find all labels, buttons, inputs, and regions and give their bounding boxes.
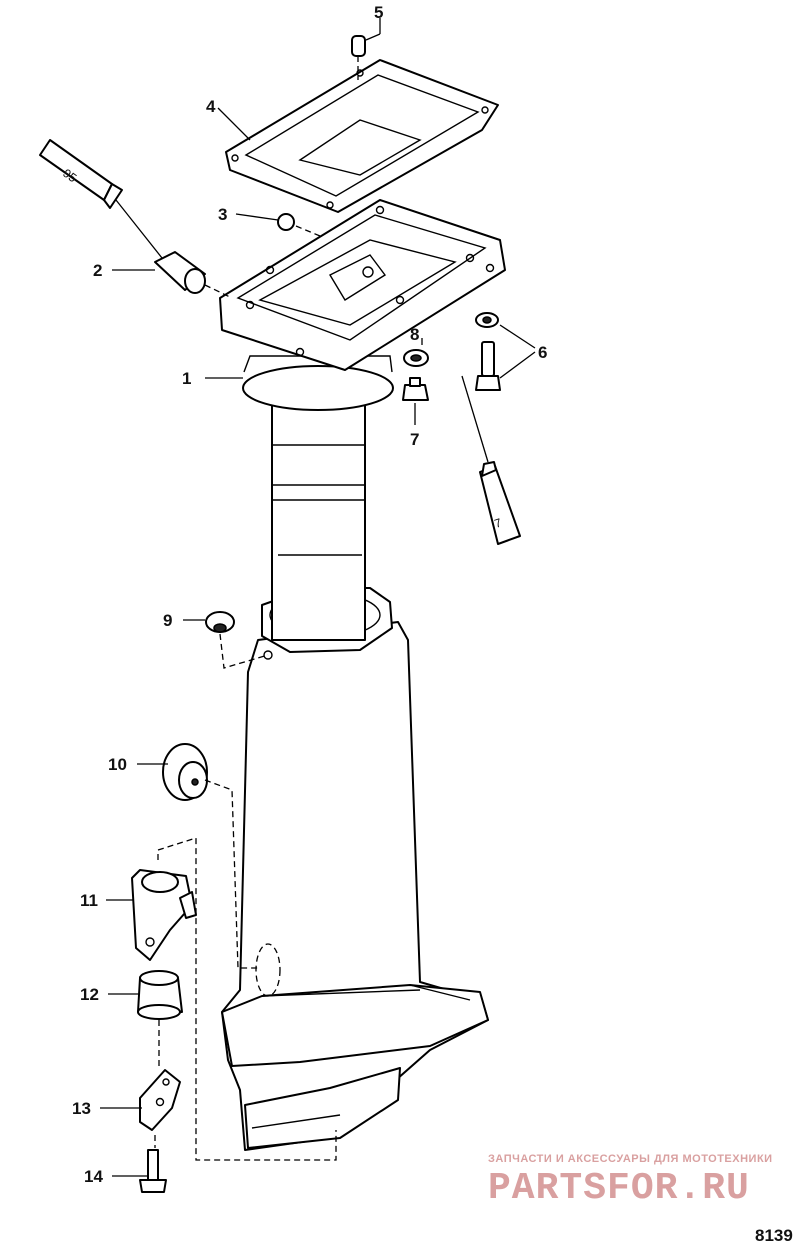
screw xyxy=(139,1149,167,1193)
water-intake-screen xyxy=(162,743,258,969)
nylon-bushing xyxy=(137,970,183,1070)
callout-5: 5 xyxy=(374,3,383,22)
watermark-tagline: ЗАПЧАСТИ И АКСЕССУАРЫ ДЛЯ МОТОТЕХНИКИ xyxy=(488,1153,773,1165)
callout-12: 12 xyxy=(80,985,99,1004)
driveshaft-housing xyxy=(219,199,506,1151)
bushing xyxy=(154,251,233,299)
callout-4: 4 xyxy=(206,97,216,116)
watermark-logo: PARTSFOR.RU xyxy=(488,1167,750,1210)
callout-1: 1 xyxy=(182,369,191,388)
callout-labels: 1 2 3 4 5 6 7 8 9 10 11 12 13 14 xyxy=(72,3,547,1186)
grommet xyxy=(205,611,269,669)
callout-8: 8 xyxy=(410,325,419,344)
callout-11: 11 xyxy=(80,891,98,910)
shift-coupler xyxy=(131,837,337,1161)
dowel-pin xyxy=(351,35,366,80)
leader-lines xyxy=(100,18,536,1177)
sealant-tube-95: 95 xyxy=(39,139,163,259)
callout-10: 10 xyxy=(108,755,127,774)
callout-7: 7 xyxy=(410,430,419,449)
callout-3: 3 xyxy=(218,205,227,224)
callout-13: 13 xyxy=(72,1099,91,1118)
fastener-group xyxy=(402,312,501,401)
callout-6: 6 xyxy=(538,343,547,362)
plug xyxy=(277,213,321,237)
shift-bracket xyxy=(139,1069,181,1148)
callout-9: 9 xyxy=(163,611,172,630)
sealant-tube-7: 7 xyxy=(461,375,521,545)
callout-14: 14 xyxy=(84,1167,103,1186)
figure-number: 8139 xyxy=(755,1226,793,1245)
tube-label-7: 7 xyxy=(493,515,504,530)
callout-2: 2 xyxy=(93,261,102,280)
gasket xyxy=(225,59,499,213)
